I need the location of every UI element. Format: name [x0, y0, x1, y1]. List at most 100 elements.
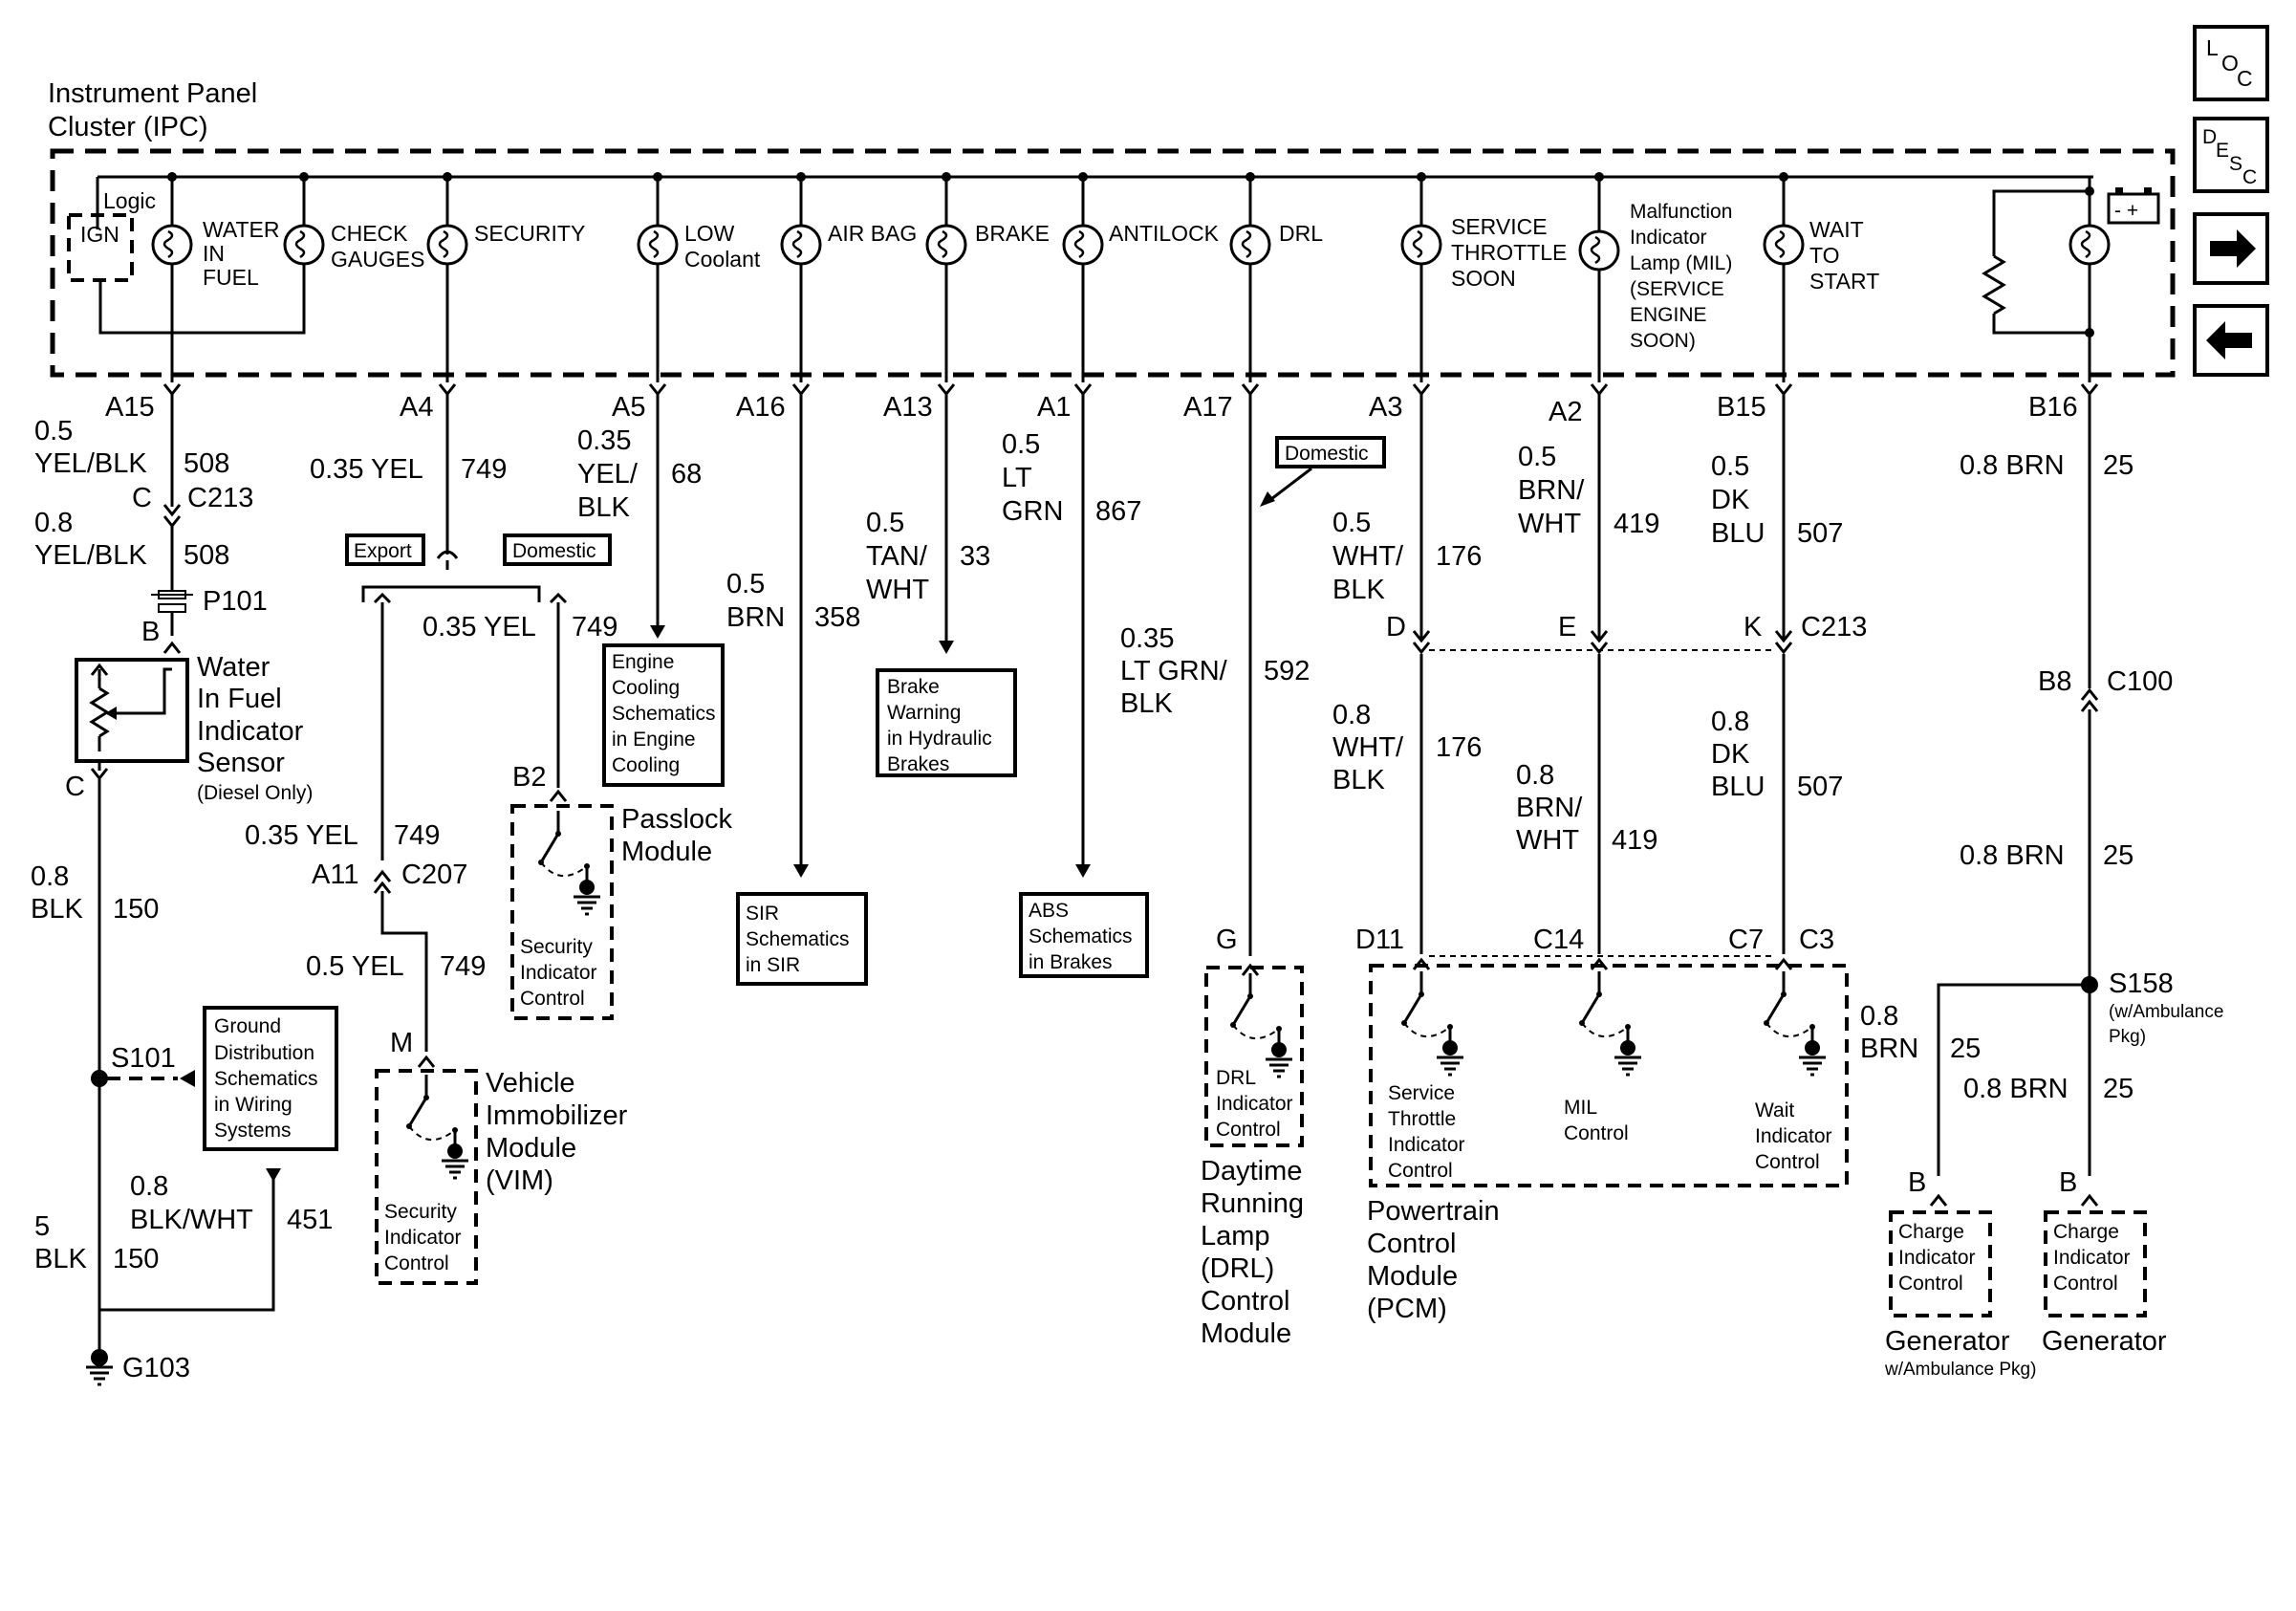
- svg-text:WHT: WHT: [1516, 825, 1579, 856]
- svg-text:C213: C213: [187, 483, 253, 513]
- svg-text:Systems: Systems: [214, 1120, 292, 1142]
- svg-text:33: 33: [960, 541, 990, 572]
- svg-text:C: C: [2242, 166, 2257, 188]
- svg-text:749: 749: [394, 820, 440, 851]
- svg-text:Schematics: Schematics: [612, 703, 716, 725]
- indicator-label: AIR BAG: [828, 221, 917, 246]
- svg-text:YEL/BLK: YEL/BLK: [34, 448, 147, 479]
- svg-text:Control: Control: [520, 988, 585, 1010]
- svg-text:S101: S101: [111, 1043, 176, 1074]
- svg-text:867: 867: [1095, 496, 1141, 527]
- vehicle-immobilizer-module: Security Indicator Control Vehicle Immob…: [375, 1068, 628, 1285]
- svg-text:0.8: 0.8: [1516, 760, 1554, 791]
- svg-text:BLK: BLK: [1332, 575, 1385, 605]
- svg-text:C207: C207: [401, 860, 467, 890]
- generator-ambulance: Charge Indicator Control Generator w/Amb…: [1884, 1210, 2036, 1380]
- brake-warning-reference[interactable]: Brake Warning in Hydraulic Brakes: [876, 668, 1017, 777]
- circuit-a4: 0.35 YEL 749 Export Domestic 0.35 YEL 74…: [245, 394, 617, 1069]
- svg-text:Pkg): Pkg): [2109, 1027, 2146, 1047]
- svg-text:B2: B2: [512, 762, 546, 793]
- indicator-label: Indicator: [1630, 227, 1707, 249]
- svg-text:Control: Control: [1367, 1229, 1457, 1259]
- svg-text:Control: Control: [384, 1252, 449, 1274]
- indicator-label: Malfunction: [1630, 201, 1732, 223]
- svg-text:B: B: [2059, 1167, 2077, 1198]
- indicator-drl: DRL: [1229, 172, 1323, 382]
- ipc-boundary: [50, 148, 2176, 378]
- pin-label: A4: [400, 392, 433, 423]
- svg-text:BLK: BLK: [31, 894, 83, 925]
- ign-label: IGN: [80, 222, 119, 247]
- svg-text:DK: DK: [1711, 485, 1750, 515]
- indicator-label: ANTILOCK: [1109, 221, 1220, 246]
- svg-text:S: S: [2229, 153, 2242, 175]
- desc-button[interactable]: D E S C: [2193, 117, 2269, 193]
- svg-text:0.5: 0.5: [1711, 451, 1749, 482]
- indicator-label: START: [1809, 269, 1879, 294]
- svg-text:C3: C3: [1799, 925, 1834, 955]
- svg-text:Control: Control: [1216, 1119, 1281, 1141]
- battery-icon: - +: [2107, 187, 2160, 225]
- svg-text:Lamp: Lamp: [1201, 1221, 1270, 1252]
- arrow-right-icon: [2210, 229, 2256, 268]
- export-tag: Export: [354, 540, 412, 562]
- indicator-label: SOON: [1451, 266, 1516, 291]
- svg-text:Indicator: Indicator: [1755, 1125, 1832, 1147]
- indicator-antilock: ANTILOCK: [1062, 172, 1220, 382]
- svg-text:Control: Control: [1201, 1286, 1290, 1317]
- circuit-b16: 0.8 BRN 25 B8 C100 0.8 BRN 25 S158 (w/Am…: [1860, 394, 2223, 1208]
- svg-text:MIL: MIL: [1564, 1097, 1597, 1119]
- indicator-label: LOW: [684, 221, 735, 246]
- sir-reference[interactable]: SIR Schematics in SIR: [736, 892, 868, 986]
- pin-label: A13: [883, 392, 933, 423]
- svg-text:419: 419: [1612, 825, 1657, 856]
- svg-text:w/Ambulance Pkg): w/Ambulance Pkg): [1884, 1360, 2036, 1380]
- svg-text:Warning: Warning: [887, 702, 961, 724]
- svg-text:Control: Control: [1388, 1160, 1453, 1182]
- indicator-charge: [1982, 177, 2111, 382]
- svg-text:0.8: 0.8: [31, 861, 69, 892]
- svg-text:Throttle: Throttle: [1388, 1108, 1456, 1130]
- svg-text:DRL: DRL: [1216, 1067, 1256, 1089]
- svg-text:D: D: [1386, 612, 1406, 642]
- svg-text:Control: Control: [1564, 1122, 1629, 1144]
- svg-text:D: D: [2202, 126, 2217, 148]
- svg-text:Indicator: Indicator: [520, 962, 597, 984]
- domestic-tag: Domestic: [512, 540, 596, 562]
- loc-button[interactable]: L O C: [2193, 25, 2269, 101]
- svg-text:0.8: 0.8: [130, 1171, 168, 1202]
- indicator-brake: BRAKE: [925, 172, 1050, 382]
- pin-label: A15: [105, 392, 155, 423]
- pin-label: A1: [1037, 392, 1071, 423]
- engine-cooling-reference[interactable]: Engine Cooling Schematics in Engine Cool…: [602, 643, 725, 787]
- next-page-button[interactable]: [2193, 212, 2269, 285]
- svg-text:451: 451: [287, 1205, 333, 1235]
- previous-page-button[interactable]: [2193, 304, 2269, 377]
- svg-text:Schematics: Schematics: [1029, 925, 1133, 947]
- abs-reference[interactable]: ABS Schematics in Brakes: [1019, 892, 1149, 978]
- svg-text:0.8 BRN: 0.8 BRN: [1960, 840, 2065, 871]
- arrow-left-icon: [2206, 321, 2252, 359]
- svg-text:592: 592: [1264, 656, 1310, 686]
- svg-text:Module: Module: [486, 1133, 576, 1164]
- circuit-a13: 0.5 TAN/ WHT 33: [866, 394, 990, 654]
- indicator-label: WATER: [203, 217, 280, 242]
- svg-text:Sensor: Sensor: [197, 748, 285, 778]
- indicator-security: SECURITY: [426, 172, 585, 382]
- pin-label: A17: [1183, 392, 1233, 423]
- svg-text:68: 68: [671, 459, 702, 490]
- indicator-label: Coolant: [684, 247, 761, 272]
- svg-text:ABS: ABS: [1029, 900, 1069, 922]
- indicator-check-gauges: CHECK GAUGES: [283, 172, 424, 279]
- svg-text:Water: Water: [197, 652, 271, 683]
- svg-text:DK: DK: [1711, 739, 1750, 770]
- svg-text:(PCM): (PCM): [1367, 1294, 1447, 1324]
- svg-text:BRN/: BRN/: [1518, 475, 1585, 506]
- svg-text:Vehicle: Vehicle: [486, 1068, 575, 1099]
- svg-text:BRN/: BRN/: [1516, 793, 1583, 823]
- svg-text:in Wiring: in Wiring: [214, 1094, 292, 1116]
- ground-distribution-reference[interactable]: Ground Distribution Schematics in Wiring…: [203, 1006, 338, 1151]
- indicator-water-in-fuel: WATER IN FUEL: [151, 172, 280, 382]
- indicator-label: CHECK: [331, 221, 408, 246]
